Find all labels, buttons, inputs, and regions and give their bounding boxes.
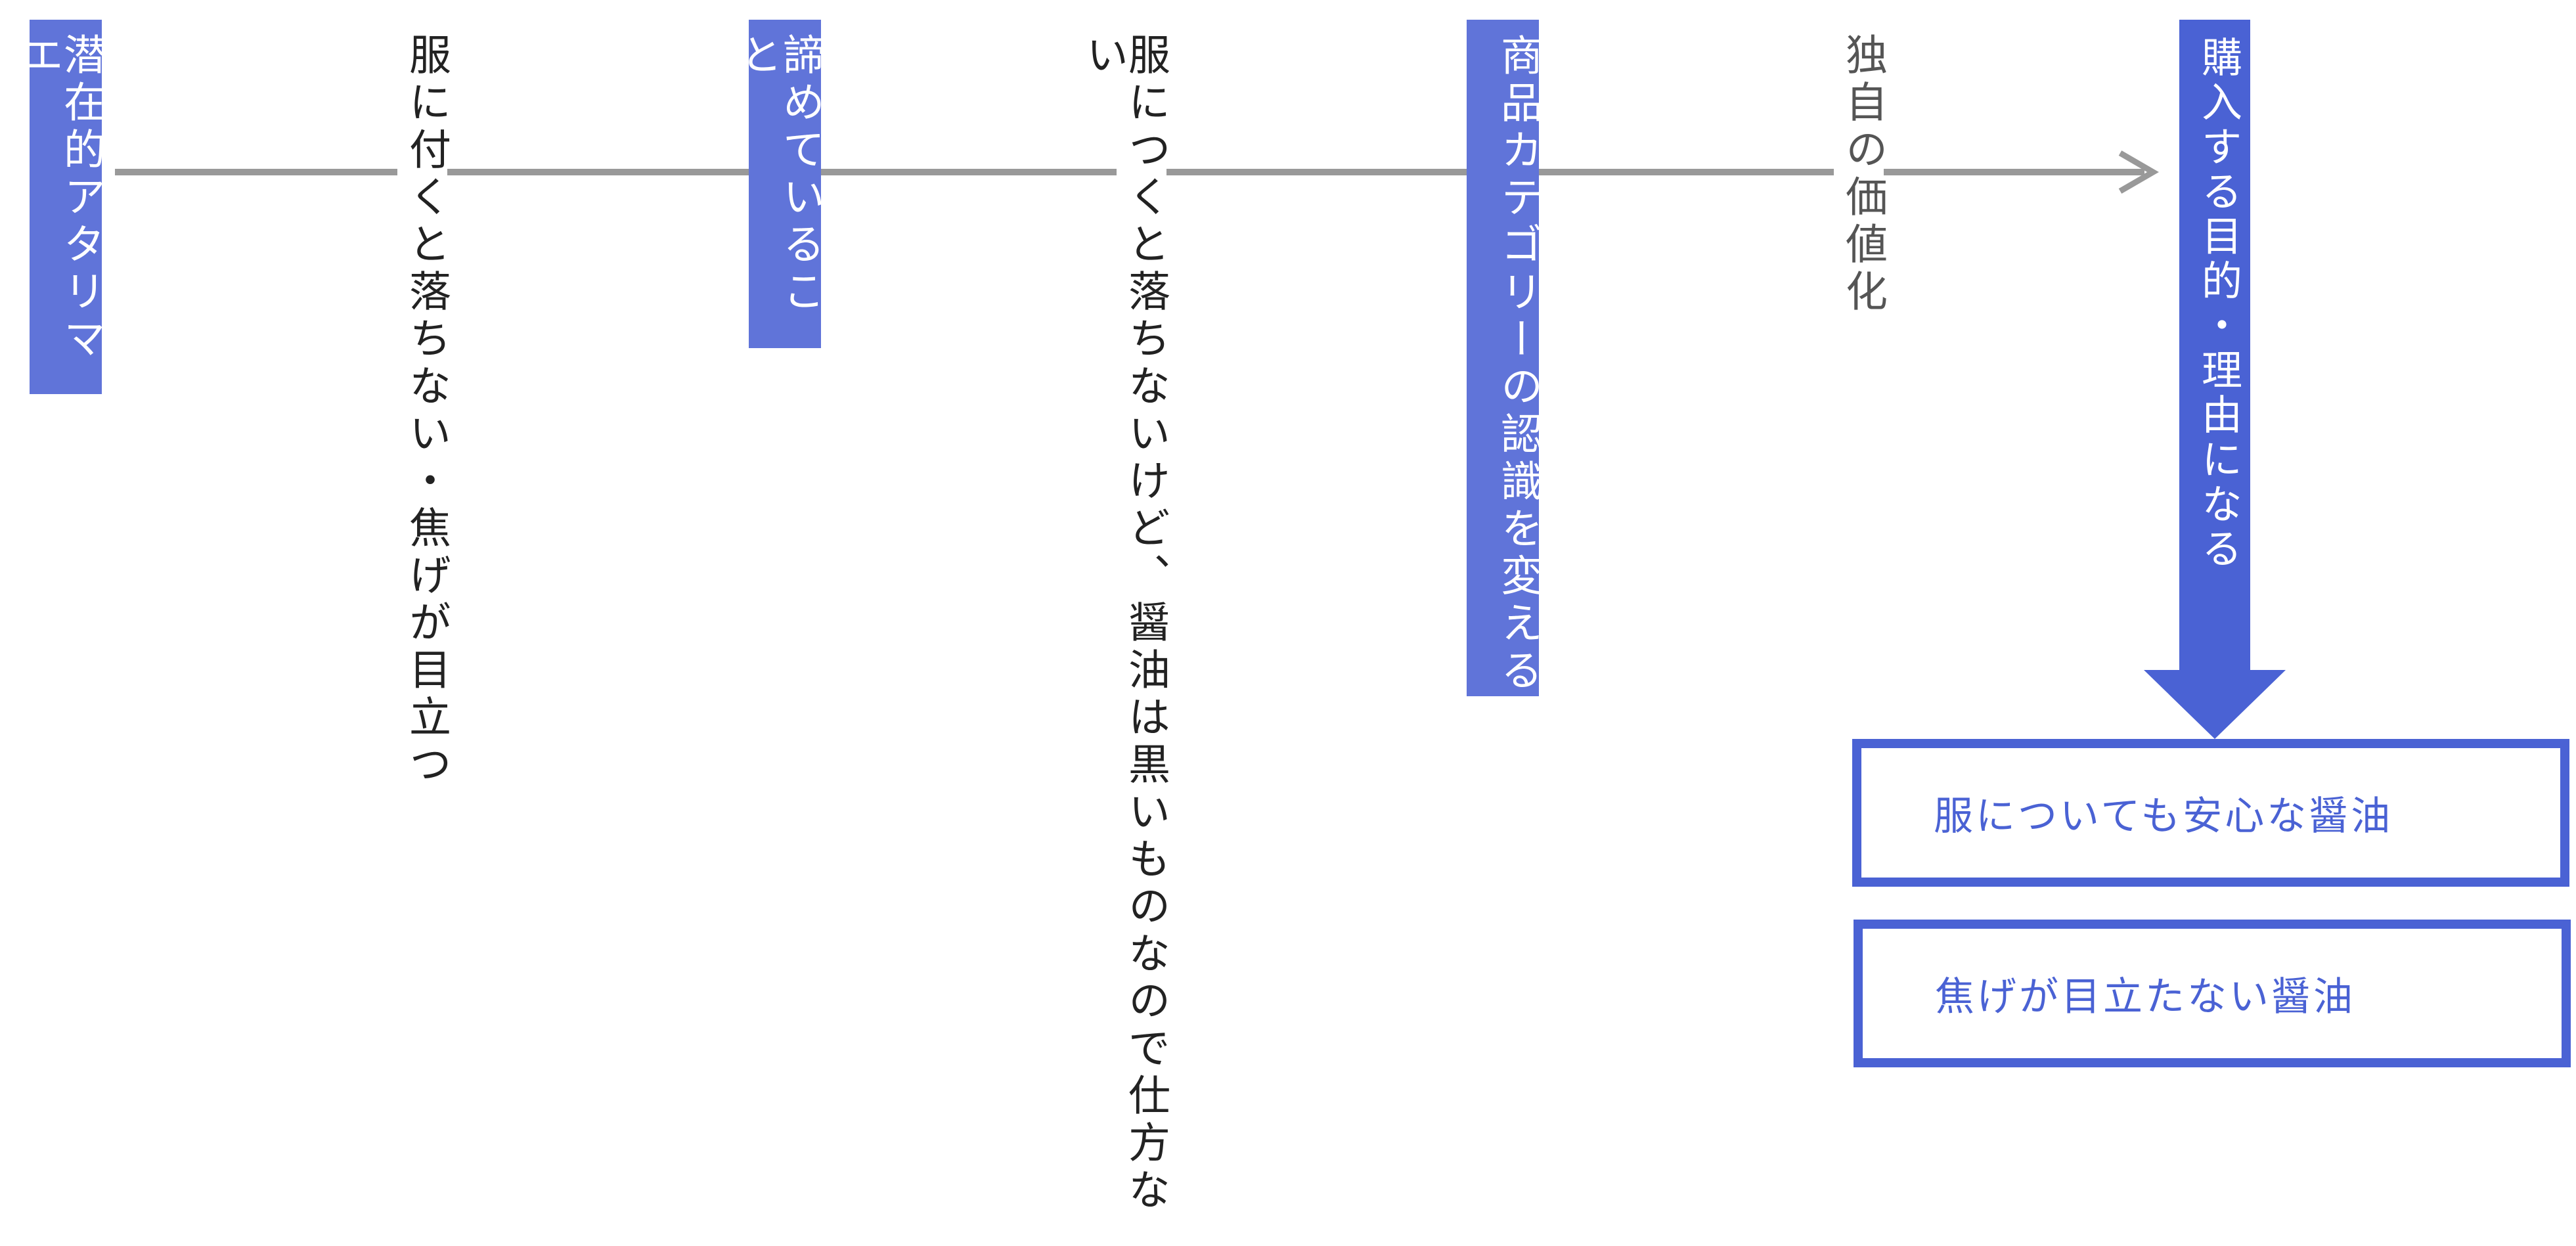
outcome-text: 服についても安心な醤油 bbox=[1934, 793, 2393, 839]
label-text: 服に付くと落ちない・焦げが目立つ bbox=[402, 33, 451, 790]
label-given-up: 諦めていること bbox=[734, 20, 824, 348]
result-arrow-label: 購入する目的・理由になる bbox=[2192, 36, 2242, 572]
result-arrow-icon bbox=[2144, 20, 2286, 739]
label-text: 購入する目的・理由になる bbox=[2194, 36, 2242, 572]
text-resignation: 服につくと落ちないけど、醤油は黒いものなので仕方ない bbox=[1079, 26, 1170, 1246]
outcome-text: 焦げが目立たない醤油 bbox=[1935, 974, 2355, 1020]
outcome-box-2: 焦げが目立たない醤油 bbox=[1854, 920, 2571, 1067]
text-unique-value: 独自の価値化 bbox=[1834, 26, 1887, 323]
text-stain-issue: 服に付くと落ちない・焦げが目立つ bbox=[397, 26, 451, 796]
label-text: 独自の価値化 bbox=[1838, 33, 1887, 317]
label-text: 潜在的アタリマエ bbox=[14, 33, 105, 364]
outcome-box-1: 服についても安心な醤油 bbox=[1852, 739, 2569, 887]
label-latent-norm: 潜在的アタリマエ bbox=[14, 20, 105, 394]
label-text: 諦めていること bbox=[734, 33, 824, 317]
flow-arrowhead-icon bbox=[2118, 150, 2159, 194]
label-change-category: 商品カテゴリーの認識を変える bbox=[1467, 20, 1542, 696]
label-text: 商品カテゴリーの認識を変える bbox=[1494, 33, 1542, 696]
label-text: 服につくと落ちないけど、醤油は黒いものなので仕方ない bbox=[1079, 33, 1170, 1215]
